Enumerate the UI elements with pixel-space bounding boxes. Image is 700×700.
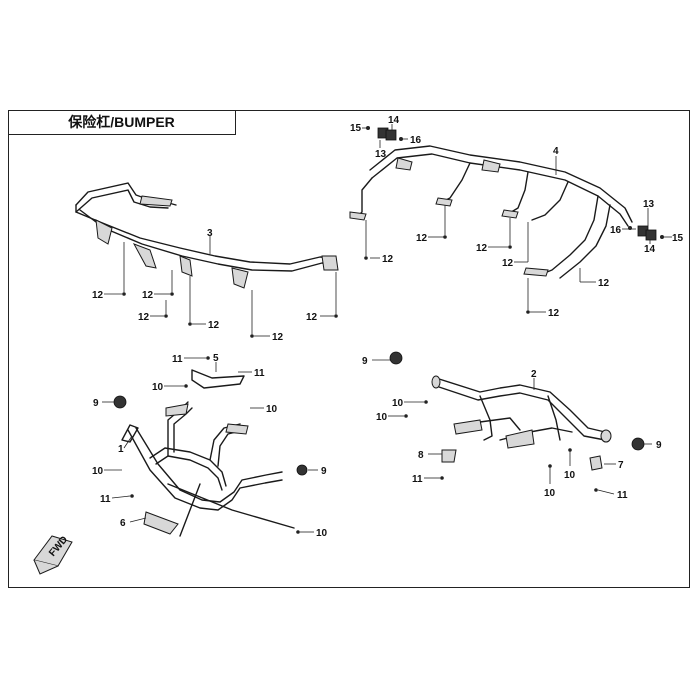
callout-16: 16: [410, 135, 422, 146]
callout-9: 9: [321, 466, 327, 477]
callout-9: 9: [656, 440, 662, 451]
bumper-frame-2: [389, 351, 645, 471]
callout-8: 8: [418, 450, 424, 461]
bumper-frame-1: [113, 369, 308, 537]
callout-12: 12: [416, 233, 428, 244]
callout-11: 11: [172, 354, 183, 365]
bumper-frame-4: [349, 145, 633, 279]
callout-10: 10: [544, 488, 556, 499]
fwd-arrow-icon: FWD: [33, 534, 73, 575]
callout-10: 10: [92, 466, 104, 477]
callout-10: 10: [564, 470, 576, 481]
callout-9: 9: [93, 398, 99, 409]
leader-lines: [102, 124, 672, 534]
callout-12: 12: [476, 243, 488, 254]
callout-12: 12: [548, 308, 560, 319]
callout-15: 15: [672, 233, 684, 244]
bracket-13-14-16-top: [366, 126, 403, 141]
callout-10: 10: [316, 528, 328, 539]
callout-12: 12: [138, 312, 150, 323]
callout-12: 12: [382, 254, 394, 265]
callout-10: 10: [152, 382, 164, 393]
callout-11: 11: [412, 474, 423, 485]
callout-7: 7: [618, 460, 624, 471]
callout-1: 1: [118, 444, 124, 455]
callout-4: 4: [553, 146, 559, 157]
callout-12: 12: [306, 312, 318, 323]
bumper-frame-3: [75, 182, 339, 289]
callout-10: 10: [392, 398, 404, 409]
callout-14: 14: [388, 115, 400, 126]
callout-12: 12: [502, 258, 514, 269]
callout-2: 2: [531, 369, 537, 380]
callout-5: 5: [213, 353, 219, 364]
callout-11: 11: [254, 368, 265, 379]
callout-12: 12: [272, 332, 284, 343]
drawing-frame: [8, 110, 690, 588]
callout-12: 12: [142, 290, 154, 301]
callout-10: 10: [266, 404, 278, 415]
callout-3: 3: [207, 228, 213, 239]
callout-6: 6: [120, 518, 126, 529]
callout-12: 12: [92, 290, 104, 301]
callout-11: 11: [100, 494, 111, 505]
callout-12: 12: [598, 278, 610, 289]
callout-16: 16: [610, 225, 622, 236]
callout-12: 12: [208, 320, 220, 331]
callout-13: 13: [643, 199, 655, 210]
callout-15: 15: [350, 123, 362, 134]
callout-14: 14: [644, 244, 656, 255]
callout-9: 9: [362, 356, 368, 367]
callout-labels: 15 14 16 13 4 13 16 14 15 12 12 12 12 12…: [92, 115, 684, 539]
callout-11: 11: [617, 490, 628, 501]
diagram-title: 保险杠/BUMPER: [8, 110, 236, 135]
bracket-13-14-16-right: [628, 225, 664, 241]
callout-10: 10: [376, 412, 388, 423]
callout-13: 13: [375, 149, 387, 160]
